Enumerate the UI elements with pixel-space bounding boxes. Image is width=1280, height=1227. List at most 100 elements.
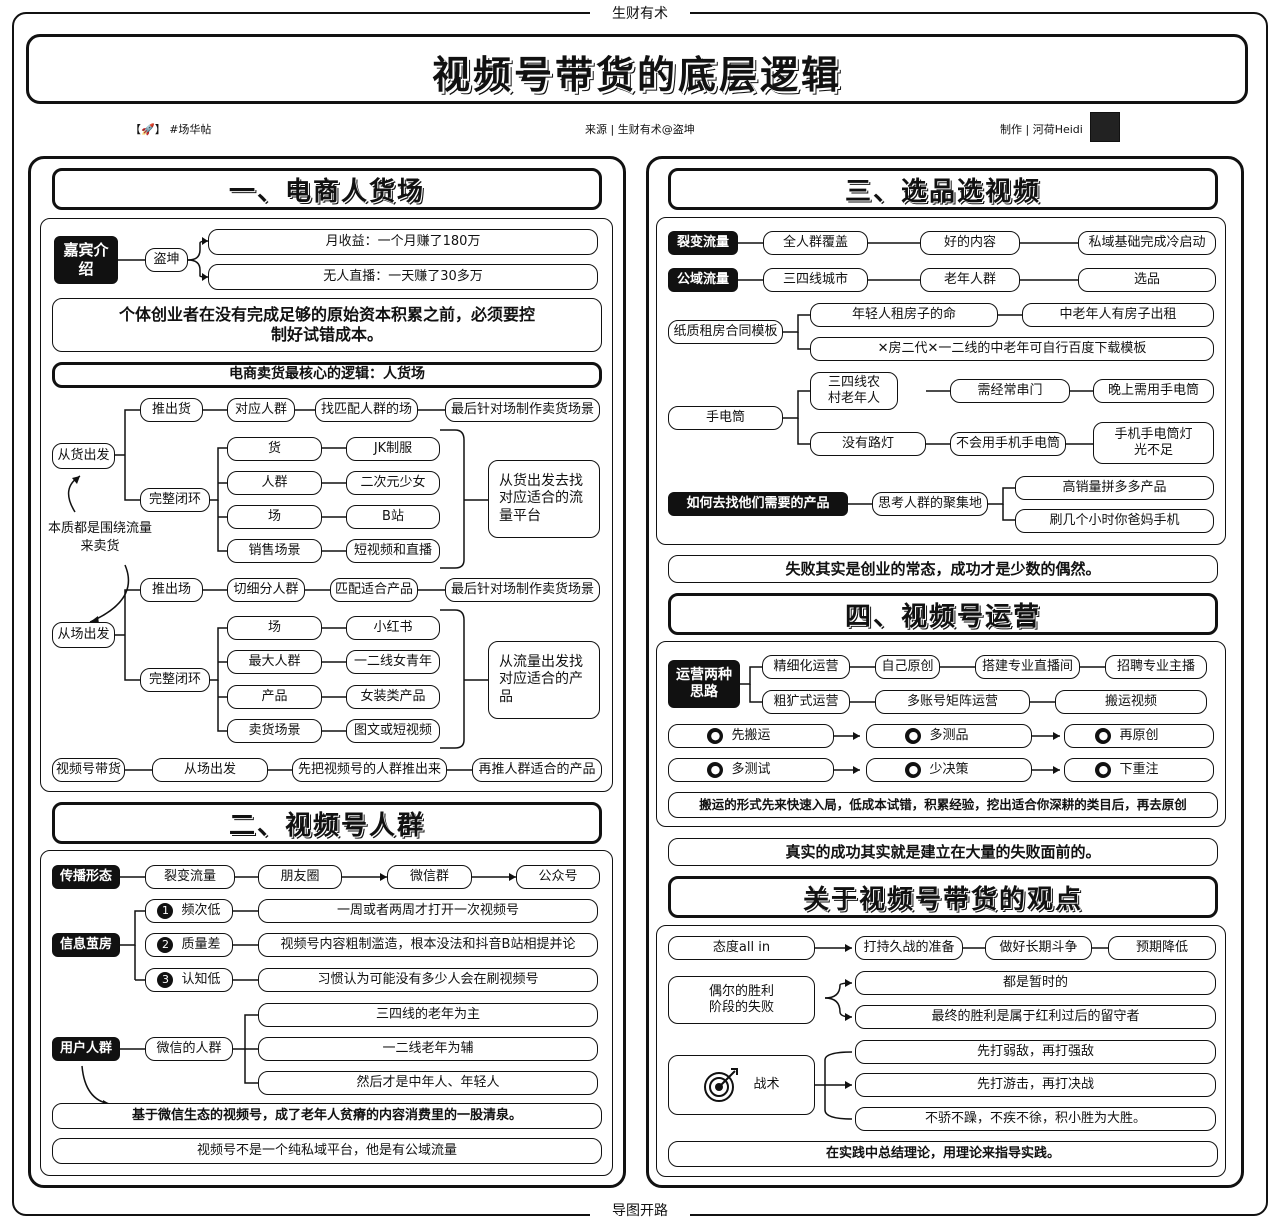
scene-loop-left-3: 产品: [227, 685, 322, 709]
torch-label: 手电筒: [668, 406, 783, 430]
section5-body: [656, 925, 1226, 1177]
goods-chain-3: 最后针对场制作卖货场景: [445, 398, 600, 422]
right-panel: [646, 156, 1244, 1188]
title-box: [26, 34, 1248, 104]
rough-chain-2: 多账号矩阵运营: [875, 690, 1030, 714]
attitude-chain-3: 预期降低: [1108, 936, 1216, 960]
push-goods: 推出货: [140, 398, 203, 422]
fine-chain-3: 搭建专业直播间: [975, 655, 1080, 679]
section3-title: 三、选品选视频: [668, 168, 1218, 210]
torch-b2: 不会用手机手电筒: [950, 432, 1066, 456]
torch-a: 三四线农村老年人: [810, 372, 898, 410]
rent-label: 纸质租房合同模板: [668, 320, 783, 344]
spread-chain-2: 朋友圈: [258, 865, 342, 889]
scene-loop-right-1: 小红书: [346, 616, 440, 640]
scene-complete-loop: 完整闭环: [140, 668, 210, 692]
guest-label: 嘉宾介绍: [54, 236, 118, 284]
torch-b: 没有路灯: [810, 432, 926, 456]
ops-label: 运营两种思路: [668, 660, 740, 708]
step-3: ● 再原创: [1064, 724, 1214, 748]
left-panel: [28, 156, 626, 1188]
bottom-chain-2: 从场出发: [152, 758, 268, 782]
tactic-item-2: 先打游击，再打决战: [855, 1073, 1216, 1097]
s2-conclusion-1: 基于微信生态的视频号，成了老年人贫瘠的内容消费里的一股清泉。: [52, 1103, 602, 1129]
section2-title: 二、视频号人群: [52, 802, 602, 844]
step-3-text: 再原创: [1119, 727, 1159, 743]
fission-chain-1: 全人群覆盖: [763, 231, 868, 255]
public-chain-2: 老年人群: [920, 268, 1020, 292]
rent-item-2: 中老年人有房子出租: [1022, 303, 1214, 327]
user-item-1: 三四线的老年为主: [258, 1003, 598, 1027]
spread-chain-4: 公众号: [516, 865, 600, 889]
step-1-icon: ●: [707, 728, 724, 744]
rent-item-3: ✕房二代✕一二线的中老年可自行百度下载模板: [810, 337, 1214, 361]
rough-chain-1: 粗犷式运营: [762, 690, 850, 714]
fission-label: 裂变流量: [668, 231, 738, 255]
section4-body: [656, 641, 1226, 827]
step-3-icon: ●: [1095, 728, 1112, 744]
step-4-text: 多测试: [731, 761, 771, 777]
torch-a3: 晚上需用手电筒: [1093, 379, 1214, 403]
spread-label: 传播形态: [52, 865, 120, 889]
core-logic: 电商卖货最核心的逻辑：人货场: [52, 362, 602, 388]
scene-loop-left-1: 场: [227, 616, 322, 640]
section1-body: [40, 218, 613, 792]
info-key-1-text: 频次低: [181, 902, 221, 918]
info-key-2-text: 质量差: [181, 936, 221, 952]
scene-chain-1: 切细分人群: [227, 578, 305, 602]
goods-loop-left-2: 人群: [227, 471, 322, 495]
goods-loop-left-4: 销售场景: [227, 539, 322, 563]
torch-a2: 需经常串门: [950, 379, 1070, 403]
rough-chain-3: 搬运视频: [1055, 690, 1207, 714]
public-label: 公域流量: [668, 268, 738, 292]
step-2-text: 多测品: [929, 727, 969, 743]
spread-chain-3: 微信群: [387, 865, 472, 889]
public-chain-1: 三四线城市: [763, 268, 868, 292]
find-label: 如何去找他们需要的产品: [668, 492, 848, 516]
step-2: ● 多测品: [866, 724, 1032, 748]
step-4: ●多测试: [668, 758, 834, 782]
bottom-label: 导图开路: [590, 1200, 690, 1220]
attitude-chain-1: 打持久战的准备: [855, 936, 963, 960]
tactic-label: 战术: [753, 1076, 780, 1092]
goods-loop-note: 从货出发去找对应适合的流量平台: [488, 460, 600, 538]
s3-statement: 失败其实是创业的常态，成功才是少数的偶然。: [668, 555, 1218, 583]
goods-loop-left-3: 场: [227, 505, 322, 529]
bottom-chain-3: 先把视频号的人群推出来: [292, 758, 447, 782]
push-scene: 推出场: [140, 578, 203, 602]
user-sub: 微信的人群: [145, 1037, 233, 1061]
meta-center: 来源 | 生财有术@盗坤: [585, 123, 695, 136]
goods-loop-right-2: 二次元少女: [346, 471, 440, 495]
rent-item-1: 年轻人租房子的命: [810, 303, 998, 327]
step-1: ●先搬运: [668, 724, 834, 748]
info-label: 信息茧房: [52, 933, 120, 957]
target-icon: [704, 1068, 739, 1102]
goods-loop-right-3: B站: [346, 505, 440, 529]
step-5-icon: ●: [905, 762, 922, 778]
scene-loop-right-4: 图文或短视频: [346, 719, 440, 743]
fine-chain-2: 自己原创: [875, 655, 940, 679]
goods-chain-2: 找匹配人群的场: [315, 398, 418, 422]
goods-complete-loop: 完整闭环: [140, 488, 210, 512]
fission-chain-2: 好的内容: [920, 231, 1020, 255]
step-5: ●少决策: [866, 758, 1032, 782]
tactic-item-3: 不骄不躁，不疾不徐，积小胜为大胜。: [855, 1107, 1216, 1131]
goods-loop-right-1: JK制服: [346, 437, 440, 461]
attitude-chain-2: 做好长期斗争: [985, 936, 1092, 960]
win-label: 偶尔的胜利阶段的失败: [668, 976, 815, 1024]
section3-body: [656, 217, 1226, 545]
torch-b3: 手机手电筒灯光不足: [1093, 422, 1214, 464]
info-desc-1: 一周或者两周才打开一次视频号: [258, 899, 598, 923]
step-2-icon: ●: [905, 728, 922, 744]
info-desc-3: 习惯认为可能没有多少人会在刷视频号: [258, 968, 598, 992]
avatar: [1090, 112, 1120, 142]
s4-statement: 真实的成功其实就是建立在大量的失败面前的。: [668, 838, 1218, 866]
find-item-2: 刷几个小时你爸妈手机: [1015, 509, 1214, 533]
scene-chain-2: 匹配适合产品: [330, 578, 418, 602]
win-item-2: 最终的胜利是属于红利过后的留守者: [855, 1005, 1216, 1029]
fine-chain-1: 精细化运营: [762, 655, 850, 679]
spread-chain-1: 裂变流量: [145, 865, 235, 889]
